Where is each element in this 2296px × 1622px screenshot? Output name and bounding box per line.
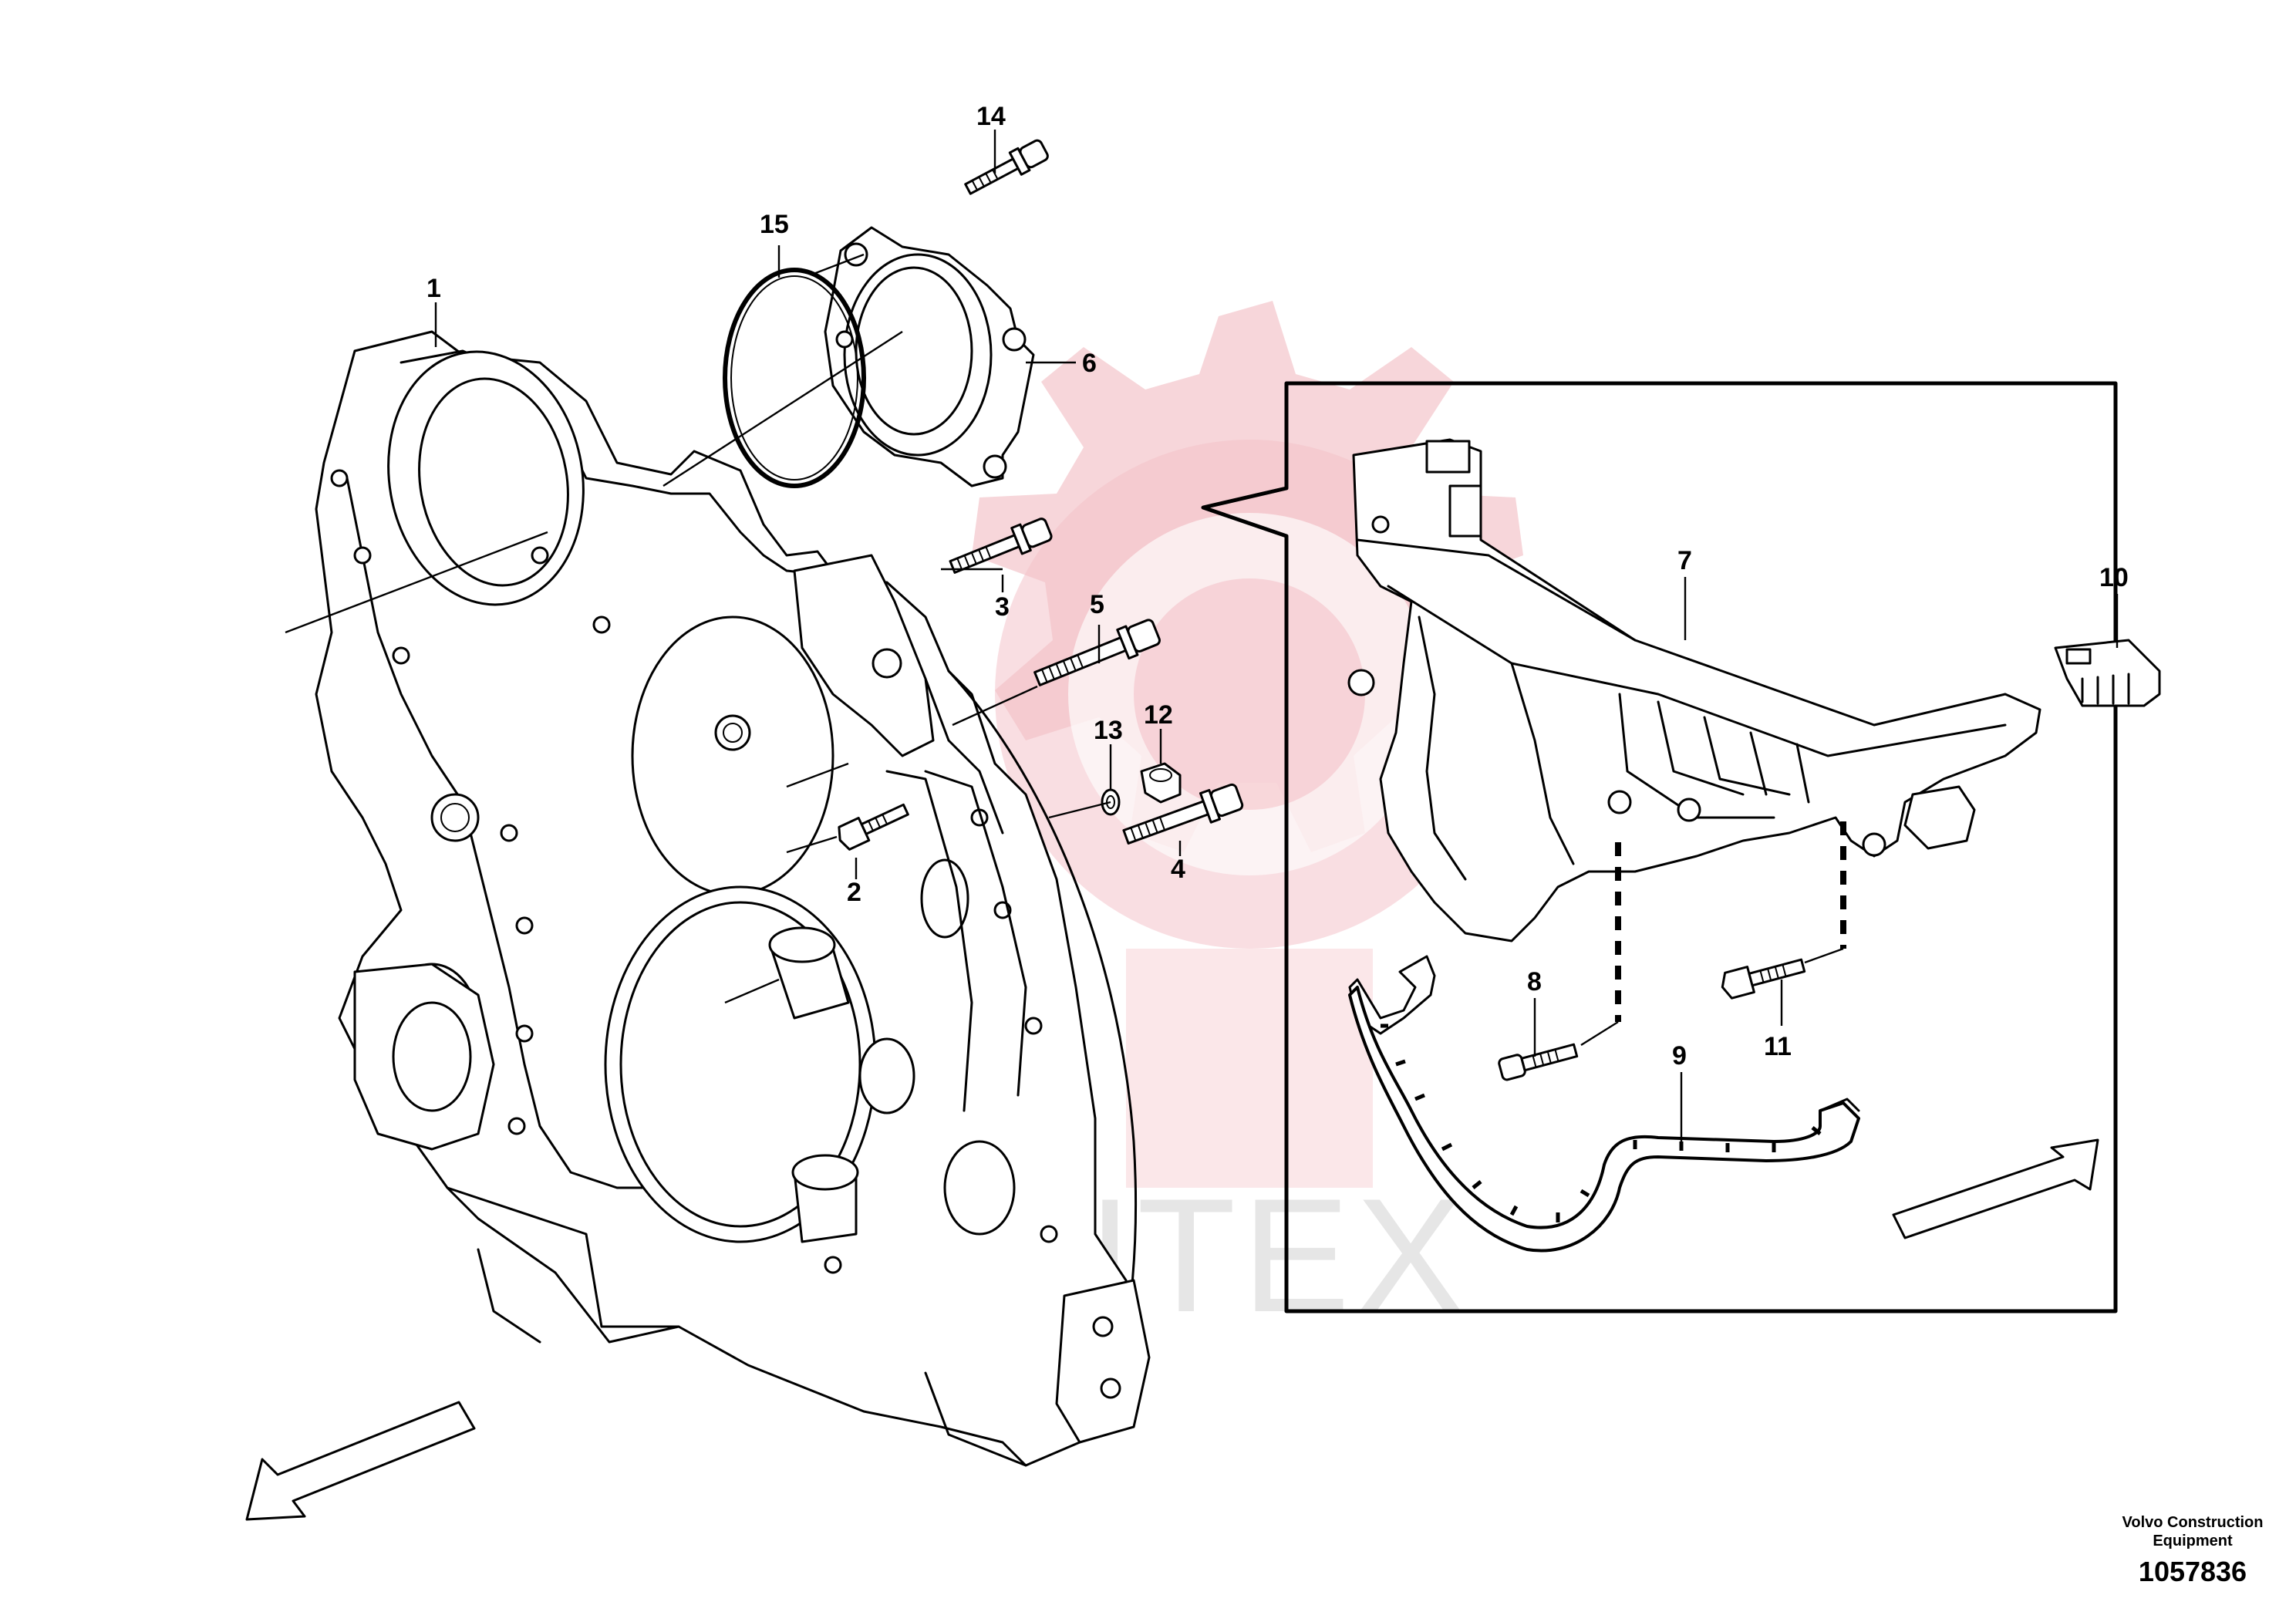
gasket-9 — [1348, 955, 1860, 1253]
timing-gear-cover — [315, 330, 1151, 1467]
callout-14: 14 — [976, 102, 1006, 131]
credit-line-2: Equipment — [2153, 1533, 2233, 1549]
bolt-5 — [1033, 619, 1161, 686]
callout-8: 8 — [1527, 967, 1542, 996]
bolt-8 — [1498, 1043, 1579, 1081]
round-cover-plate — [824, 226, 1035, 487]
bolt-4 — [1122, 783, 1244, 845]
detail-inset — [1201, 381, 2118, 1313]
callout-1: 1 — [426, 274, 441, 303]
nut-12 — [1140, 762, 1182, 804]
callout-15: 15 — [760, 210, 789, 239]
drawing-number: 1057836 — [2139, 1556, 2247, 1587]
bolt-2 — [838, 803, 909, 851]
bracket-7 — [1347, 438, 2041, 943]
callout-2: 2 — [847, 878, 861, 907]
direction-arrow-left — [245, 1401, 476, 1521]
o-ring — [723, 268, 866, 488]
bolt-3 — [949, 518, 1053, 574]
callout-11: 11 — [1764, 1032, 1792, 1061]
bolt-14 — [964, 139, 1049, 195]
callout-3: 3 — [995, 592, 1010, 622]
callout-5: 5 — [1090, 590, 1104, 619]
callout-7: 7 — [1677, 546, 1692, 575]
direction-arrow-right — [1892, 1138, 2099, 1239]
o-ring-inner — [730, 275, 858, 481]
bolt-11 — [1721, 958, 1806, 1000]
callout-12: 12 — [1144, 700, 1173, 730]
clip-10 — [2054, 639, 2161, 707]
callout-6: 6 — [1082, 349, 1097, 378]
credit-line-1: Volvo Construction — [2122, 1514, 2264, 1531]
callout-9: 9 — [1672, 1041, 1687, 1071]
callouts-left: 1 14 15 6 3 5 13 12 4 2 — [285, 102, 1185, 1004]
callout-13: 13 — [1094, 716, 1123, 745]
callout-10: 10 — [2099, 563, 2129, 592]
callout-4: 4 — [1171, 855, 1185, 884]
callouts-inset: 7 10 8 9 11 — [1527, 546, 2129, 1141]
